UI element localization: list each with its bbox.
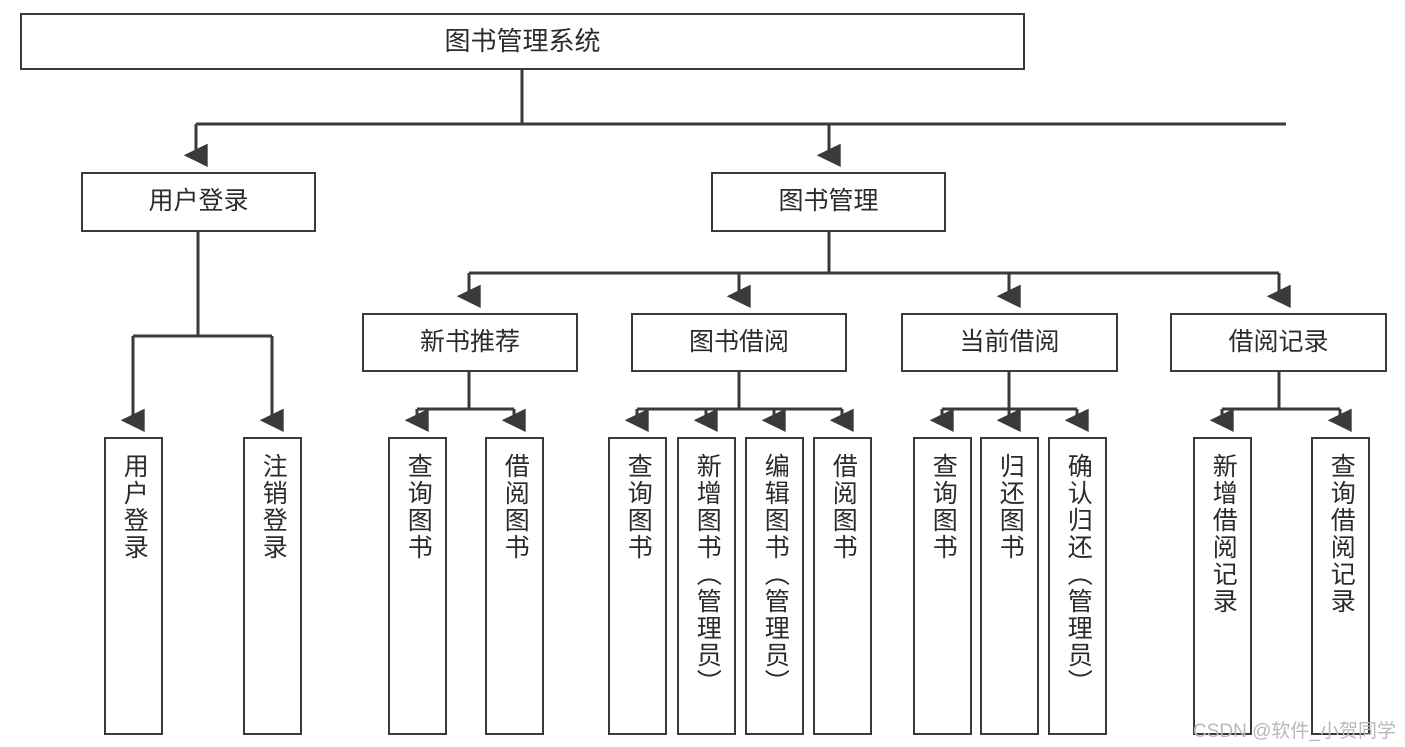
node-label: 借阅图书 (501, 453, 530, 561)
node-root-system[interactable]: 图书管理系统 (20, 13, 1025, 70)
leaf-borrow-book[interactable]: 借阅图书 (813, 437, 872, 735)
node-label: 查询图书 (624, 453, 653, 561)
node-label: 借阅图书 (829, 453, 858, 561)
node-user-login[interactable]: 用户登录 (81, 172, 316, 232)
leaf-logout[interactable]: 注销登录 (243, 437, 302, 735)
leaf-add-book-admin[interactable]: 新增图书（管理员） (677, 437, 736, 735)
node-label: 查询借阅记录 (1327, 453, 1356, 615)
leaf-edit-book-admin[interactable]: 编辑图书（管理员） (745, 437, 804, 735)
node-current-borrow[interactable]: 当前借阅 (901, 313, 1118, 372)
node-label: 查询图书 (404, 453, 433, 561)
node-label: 注销登录 (259, 453, 288, 561)
node-label: 查询图书 (929, 453, 958, 561)
node-book-borrow[interactable]: 图书借阅 (631, 313, 847, 372)
node-label: 图书借阅 (688, 327, 789, 356)
node-book-management[interactable]: 图书管理 (711, 172, 946, 232)
watermark-text: CSDN @软件_小贺同学 (1193, 721, 1396, 742)
leaf-borrow-book-recommend[interactable]: 借阅图书 (485, 437, 544, 735)
node-label: 新增图书（管理员） (693, 453, 722, 696)
node-label: 图书管理系统 (444, 26, 601, 57)
node-new-book-recommend[interactable]: 新书推荐 (362, 313, 578, 372)
leaf-add-borrow-record[interactable]: 新增借阅记录 (1193, 437, 1252, 735)
node-label: 用户登录 (148, 187, 249, 216)
node-borrow-record[interactable]: 借阅记录 (1170, 313, 1387, 372)
node-label: 借阅记录 (1228, 327, 1329, 356)
node-label: 归还图书 (996, 453, 1025, 561)
leaf-confirm-return-admin[interactable]: 确认归还（管理员） (1048, 437, 1107, 735)
node-label: 新书推荐 (419, 327, 520, 356)
leaf-query-book-borrow[interactable]: 查询图书 (608, 437, 667, 735)
node-label: 图书管理 (778, 187, 879, 216)
node-label: 新增借阅记录 (1209, 453, 1238, 615)
node-label: 编辑图书（管理员） (761, 453, 790, 696)
leaf-user-login[interactable]: 用户登录 (104, 437, 163, 735)
leaf-return-book[interactable]: 归还图书 (980, 437, 1039, 735)
leaf-query-book-current[interactable]: 查询图书 (913, 437, 972, 735)
leaf-query-borrow-record[interactable]: 查询借阅记录 (1311, 437, 1370, 735)
node-label: 用户登录 (120, 453, 149, 561)
node-label: 当前借阅 (959, 327, 1060, 356)
leaf-query-book-recommend[interactable]: 查询图书 (388, 437, 447, 735)
node-label: 确认归还（管理员） (1064, 453, 1093, 696)
